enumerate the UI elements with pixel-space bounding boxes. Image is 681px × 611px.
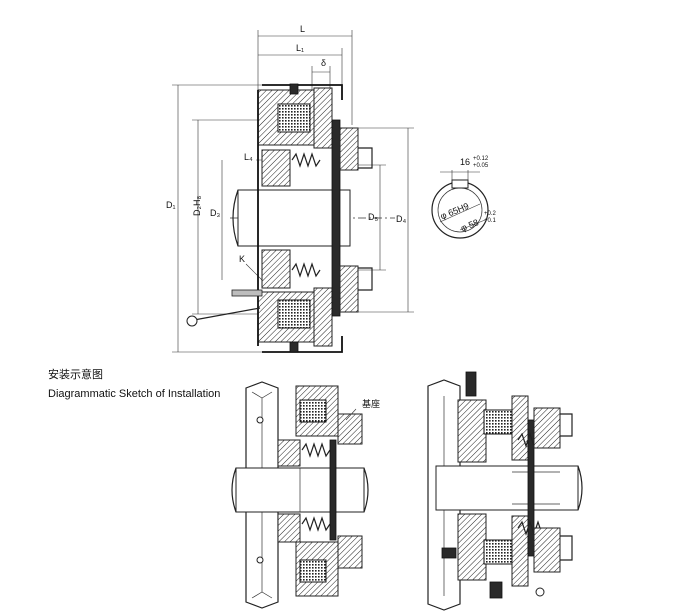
coil-upper bbox=[277, 103, 311, 133]
keyway-depth: φ 58 bbox=[459, 217, 480, 233]
keyway-width-tol-upper: +0.12 bbox=[473, 156, 489, 162]
keyway-width: 16 bbox=[460, 157, 470, 167]
installation-view-left: 基座 bbox=[231, 381, 380, 609]
dim-L1: L₁ bbox=[296, 43, 304, 53]
dim-L4: L₄ bbox=[244, 152, 253, 162]
caption-en: Diagrammatic Sketch of Installation bbox=[48, 388, 220, 400]
coil-lower bbox=[277, 299, 311, 329]
caption-cn: 安装示意图 bbox=[48, 367, 103, 381]
keyway-depth-tol-lower: +0.1 bbox=[484, 218, 497, 224]
main-section-view: L L₁ δ D₁ D₂H₈ D₃ D₅ D₄ L₄ L₃ bbox=[166, 24, 414, 353]
dim-K: K bbox=[239, 254, 245, 264]
keyway-depth-tol-upper: +0.2 bbox=[484, 211, 497, 217]
dim-D1: D₁ bbox=[166, 200, 176, 210]
spring-lower bbox=[291, 262, 321, 278]
keyway-bore: φ 65H9 bbox=[439, 201, 470, 221]
dim-L: L bbox=[300, 24, 305, 34]
shaft-right bbox=[435, 465, 579, 511]
shaft bbox=[237, 189, 351, 247]
dim-D2: D₂H₈ bbox=[192, 196, 202, 216]
keyway-detail: 16 +0.12 +0.05 φ 65H9 φ 58 +0.2 +0.1 bbox=[431, 156, 497, 239]
dim-D3: D₃ bbox=[210, 208, 220, 218]
installation-view-right bbox=[427, 371, 583, 611]
base-label: 基座 bbox=[362, 398, 380, 409]
dim-D5: D₅ bbox=[368, 212, 378, 222]
dim-delta: δ bbox=[321, 58, 326, 68]
dim-D4: D₄ bbox=[396, 214, 406, 224]
spring-upper bbox=[291, 152, 321, 168]
keyway-width-tol-lower: +0.05 bbox=[473, 163, 489, 169]
